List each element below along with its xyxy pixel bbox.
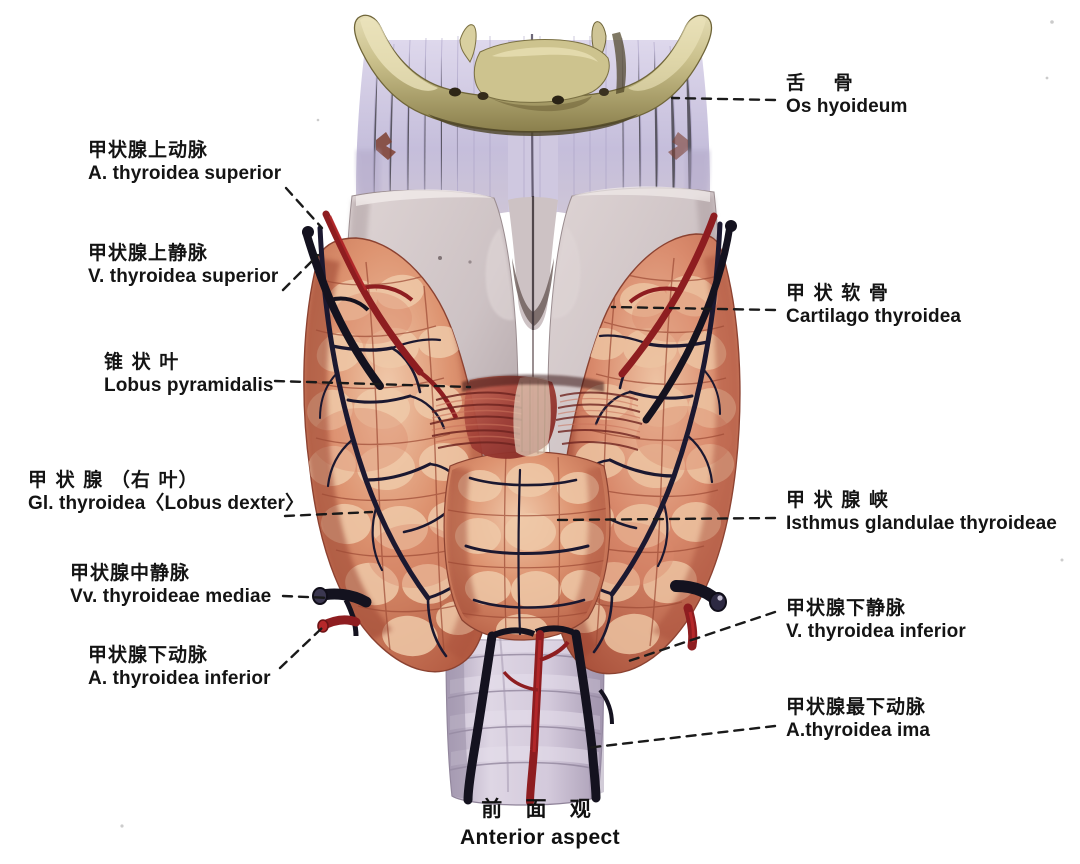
label-superior-thyroid-artery: 甲状腺上动脉 A. thyroidea superior: [88, 139, 282, 185]
leader-inferior-artery: [278, 626, 324, 670]
caption-la: Anterior aspect: [459, 826, 621, 849]
caption-cn: 前 面 观: [481, 797, 599, 821]
label-inferior-thyroid-artery: 甲状腺下动脉 A. thyroidea inferior: [88, 644, 271, 690]
label-superior-thyroid-vein: 甲状腺上静脉 V. thyroidea superior: [88, 242, 279, 288]
label-cn: 甲 状 软 骨: [786, 282, 889, 304]
figure-caption: 前 面 观 Anterior aspect: [0, 793, 1080, 850]
label-cn: 甲状腺上静脉: [88, 242, 209, 264]
label-cn: 甲状腺上动脉: [88, 139, 209, 161]
label-la: Os hyoideum: [786, 96, 908, 118]
leader-lowest-artery: [584, 724, 777, 750]
label-pyramidal-lobe: 锥 状 叶 Lobus pyramidalis: [104, 351, 274, 397]
label-middle-thyroid-veins: 甲状腺中静脉 Vv. thyroideae mediae: [70, 562, 272, 608]
label-thyroid-isthmus: 甲 状 腺 峡 Isthmus glandulae thyroideae: [786, 489, 1057, 535]
label-hyoid-bone: 舌 骨 Os hyoideum: [786, 72, 908, 118]
label-cn: 甲 状 腺 （右 叶）: [28, 469, 199, 491]
label-la: A. thyroidea inferior: [88, 668, 271, 690]
label-la: Isthmus glandulae thyroideae: [786, 513, 1057, 535]
label-thyroid-cartilage: 甲 状 软 骨 Cartilago thyroidea: [786, 282, 962, 328]
scan-artifacts: [120, 20, 1064, 828]
label-la: V. thyroidea inferior: [786, 621, 966, 643]
label-cn: 甲状腺下动脉: [88, 644, 209, 666]
label-la: V. thyroidea superior: [88, 266, 279, 288]
label-la: Lobus pyramidalis: [104, 375, 274, 397]
label-la: A. thyroidea superior: [88, 163, 282, 185]
label-cn: 锥 状 叶: [104, 351, 180, 373]
label-thyroid-gland-right-lobe: 甲 状 腺 （右 叶） Gl. thyroidea〈Lobus dexter〉: [28, 469, 305, 515]
pyramidal-lobe: [429, 374, 643, 459]
inferior-thyroid-artery-vessel: [317, 615, 361, 633]
label-cn: 甲状腺中静脉: [70, 562, 191, 584]
leader-superior-artery: [284, 186, 324, 230]
label-la: Gl. thyroidea〈Lobus dexter〉: [28, 493, 305, 515]
label-la: Cartilago thyroidea: [786, 306, 962, 328]
superior-vessels-left: [618, 212, 737, 424]
thyroid-isthmus: [443, 451, 611, 641]
label-lowest-thyroid-artery: 甲状腺最下动脉 A.thyroidea ima: [786, 696, 931, 742]
hyoid-bone: [353, 14, 713, 136]
label-inferior-thyroid-vein: 甲状腺下静脉 V. thyroidea inferior: [786, 597, 966, 643]
label-cn: 甲 状 腺 峡: [786, 489, 889, 511]
label-cn: 甲状腺下静脉: [786, 597, 907, 619]
label-cn: 舌 骨: [786, 72, 854, 94]
label-la: Vv. thyroideae mediae: [70, 586, 272, 608]
label-la: A.thyroidea ima: [786, 720, 931, 742]
label-cn: 甲状腺最下动脉: [786, 696, 927, 718]
